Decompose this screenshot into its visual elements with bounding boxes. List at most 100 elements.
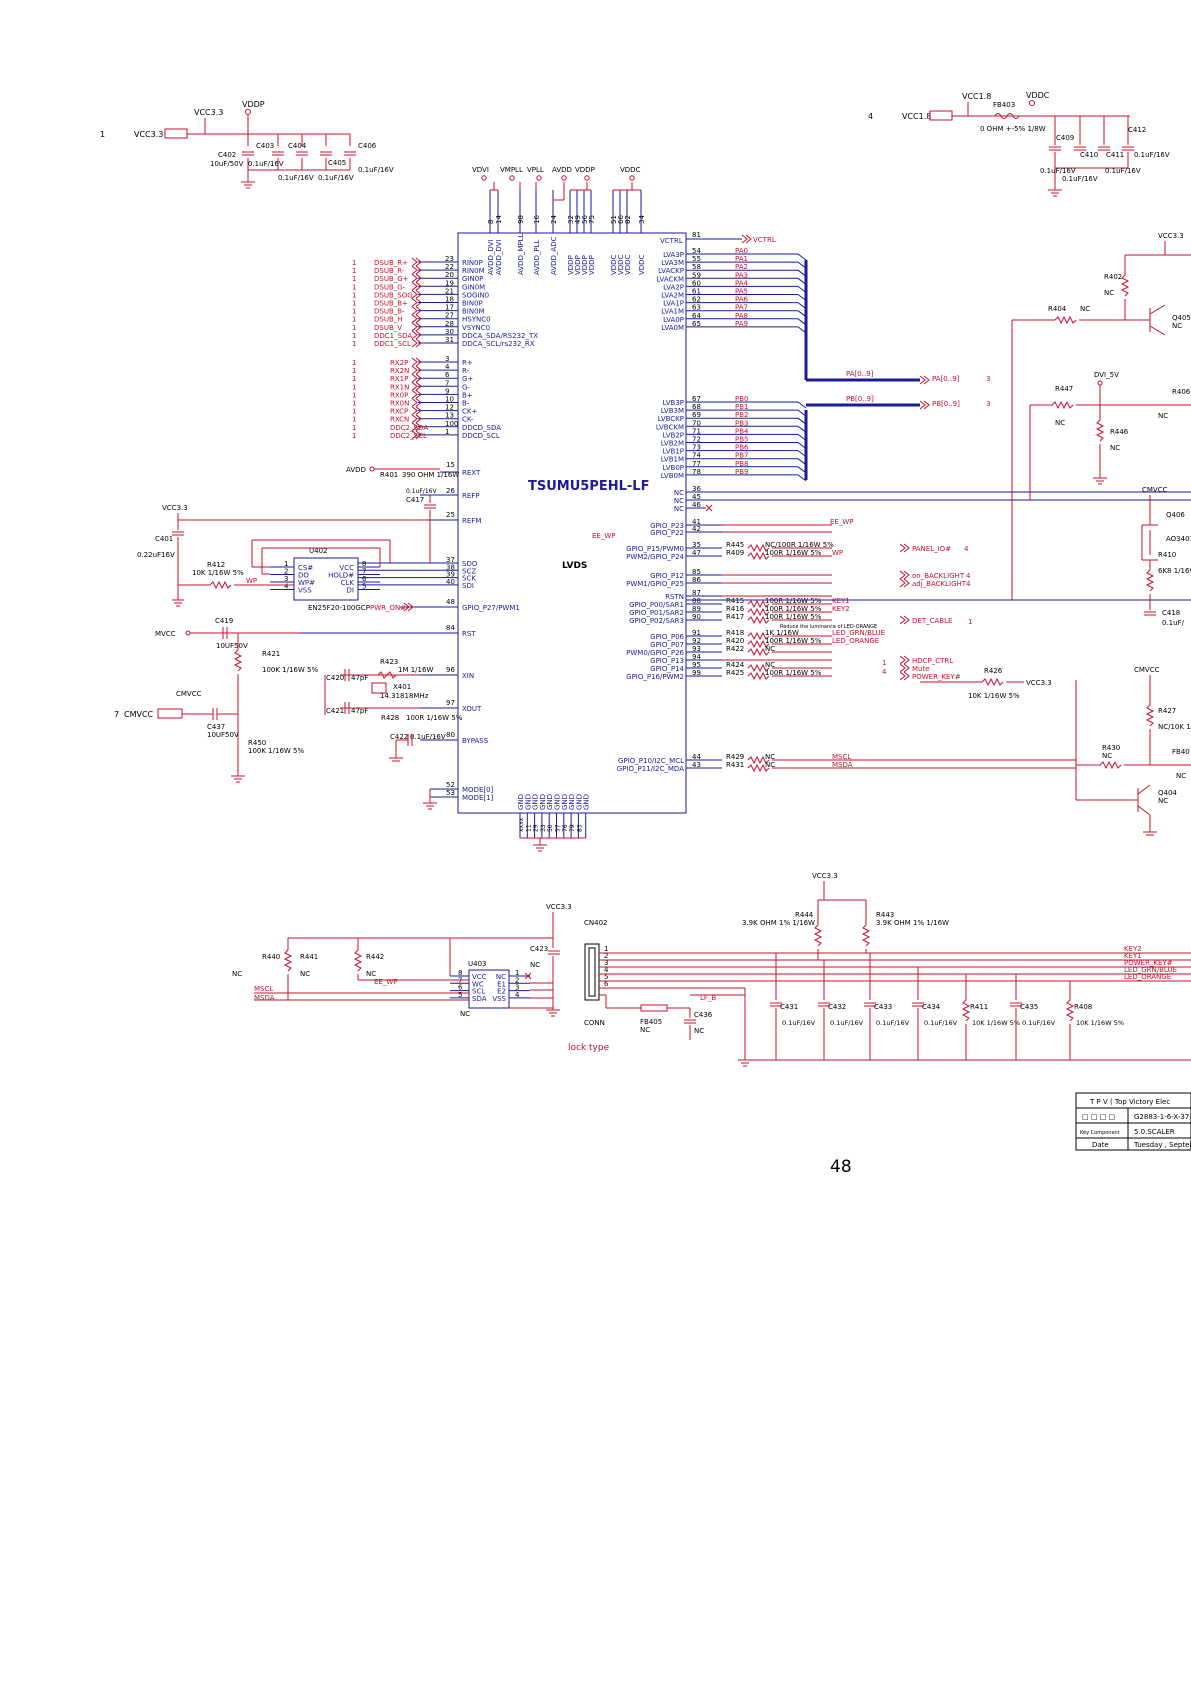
pin-number: 99 xyxy=(692,669,701,677)
net-label: VCC3.3 xyxy=(812,872,838,880)
resistor-ref: R408 xyxy=(1074,1003,1092,1011)
pin-number: 92 xyxy=(692,637,701,645)
pin-label: GND xyxy=(524,794,532,810)
pin-number: 62 xyxy=(692,296,701,304)
pin-number: 76 xyxy=(562,824,569,832)
pin-number: 8 xyxy=(487,220,495,224)
pin-number: 4 xyxy=(604,966,609,974)
pin-label: AVDD_ADC xyxy=(550,236,558,275)
net-label: PWR_ON# xyxy=(370,604,406,612)
resistor-value: NC xyxy=(366,970,376,978)
pin-label: GPIO_P02/SAR3 xyxy=(629,617,684,625)
resistor-value: 100R 1/16W 5% xyxy=(765,605,822,613)
title-value: Tuesday , Septem xyxy=(1133,1141,1191,1149)
cap-ref: C420 xyxy=(326,674,344,682)
title-label: Key Component xyxy=(1080,1130,1120,1136)
net-label: VCC3.3 xyxy=(194,108,223,117)
crystal-ref: X401 xyxy=(393,683,411,691)
net-label: PB4 xyxy=(735,427,749,435)
pin-label: VSYNC0 xyxy=(462,324,490,332)
resistor xyxy=(1095,419,1105,442)
pin-label: E2 xyxy=(497,988,506,996)
net-arrow xyxy=(411,390,422,399)
pin-label: R- xyxy=(462,367,470,375)
page-ref: 1 xyxy=(352,300,356,308)
pin-label: SDO xyxy=(462,560,478,568)
net-label: LED_ORANGE xyxy=(1124,973,1171,981)
cap-ref: C402 xyxy=(218,151,236,159)
page-ref: 1 xyxy=(352,408,356,416)
cap-value: 0.1uF/16V xyxy=(248,160,284,168)
resistor-ref: R401 xyxy=(380,471,398,479)
cap-value: 0.1uF/16V xyxy=(924,1019,958,1027)
pin-label: AVDD_DVI xyxy=(495,239,503,275)
net-label: CMVCC xyxy=(1142,486,1168,494)
pin-label: GND xyxy=(583,794,591,810)
net-label: PANEL_IO# xyxy=(912,545,951,553)
resistor-ref: R426 xyxy=(984,667,1003,675)
ferrite-ref: FB40 xyxy=(1172,748,1190,756)
lvds-bus: PA[0..9] PB[0..9] PA[0..9] PB[0..9] 3 3 xyxy=(686,260,1191,601)
pin-label: SDI xyxy=(462,582,474,590)
net-arrow xyxy=(411,398,422,407)
resistor-ref: R416 xyxy=(726,605,745,613)
page-ref: 3 xyxy=(986,375,990,383)
title-block: T P V ( Top Victory Elec □ □ □ □ G2883-1… xyxy=(1075,1092,1191,1151)
pin-label: LVA1P xyxy=(663,300,684,308)
net-label: KEY1 xyxy=(1124,952,1142,960)
resistor xyxy=(1051,400,1074,410)
power-symbol xyxy=(629,175,635,181)
cap-value: 0.22uF16V xyxy=(137,551,175,559)
transistor-ref: Q406 xyxy=(1166,511,1185,519)
page-ref: 1 xyxy=(352,383,356,391)
pin-label: VDDC xyxy=(638,254,646,275)
pin-number: 4 xyxy=(515,991,520,999)
net-arrow xyxy=(899,655,910,665)
page-ref: 1 xyxy=(352,416,356,424)
pin-number: 6 xyxy=(458,984,463,992)
pin-label: AVDD_PLL xyxy=(533,239,541,275)
pin-label: GPIO_P12 xyxy=(650,572,684,580)
pin-label: VDDP xyxy=(574,255,582,275)
pin-number: 4 xyxy=(445,363,450,371)
page-ref: 1 xyxy=(352,340,356,348)
pin-number: 54 xyxy=(692,247,701,255)
pin-label: SCL xyxy=(472,988,485,996)
resistor xyxy=(1145,704,1155,727)
page-ref: 3 xyxy=(986,400,990,408)
crystal xyxy=(371,682,387,694)
power-symbol xyxy=(245,109,251,115)
resistor-value: NC xyxy=(1055,419,1065,427)
cap-value: 0.1uF/16V xyxy=(1062,175,1098,183)
power-left-section: 1 VCC3.3 VCC3.3 VDDP C402 10uF/50V C403 … xyxy=(100,100,394,189)
pin-label: GPIO_P22 xyxy=(650,529,684,537)
resistor-ref: R406 xyxy=(1172,388,1191,396)
pin-number: 83 xyxy=(576,824,583,832)
pin-label: LVA3P xyxy=(663,251,684,259)
pin-number: 69 xyxy=(692,411,701,419)
flash-u402: VCC3.3 C401 0.22uF16V U402 EN25F20-100GC… xyxy=(137,504,430,612)
net-arrow xyxy=(899,671,910,681)
net-label: VCC3.3 xyxy=(1158,232,1184,240)
resistor xyxy=(961,999,971,1022)
cap-value: 10uF/50V xyxy=(210,160,244,168)
pin-label: REXT xyxy=(462,469,481,477)
net-label: PB1 xyxy=(735,403,748,411)
net-label: CMVCC xyxy=(1134,666,1160,674)
rail-label: VDVI xyxy=(472,166,489,174)
pin-number: 5 xyxy=(458,991,462,999)
net-label: RX0N xyxy=(390,400,409,408)
pin-number: 20 xyxy=(445,271,454,279)
resistor-ref: R443 xyxy=(876,911,894,919)
page-ref: 4 xyxy=(966,580,971,588)
connector-body xyxy=(584,943,600,1001)
pin-label: GPIO_P27/PWM1 xyxy=(462,604,520,612)
bus-label: PA[0..9] xyxy=(846,370,874,378)
net-arrow xyxy=(411,322,422,332)
pin-label: E1 xyxy=(497,980,506,988)
pin-label: LVACKP xyxy=(658,267,684,275)
resistor xyxy=(209,580,232,590)
chip-body xyxy=(457,232,687,814)
resistor-value: NC xyxy=(765,761,775,769)
